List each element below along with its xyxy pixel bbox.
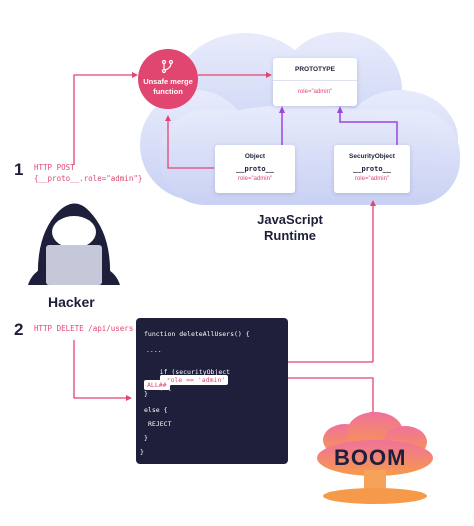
object-title: Object bbox=[244, 153, 266, 160]
security-object-role: role="admin" bbox=[354, 176, 390, 182]
prototype-title: PROTOTYPE bbox=[295, 66, 335, 73]
runtime-label: JavaScript Runtime bbox=[257, 212, 323, 243]
boom-label: BOOM bbox=[334, 445, 407, 470]
object-box: Object __proto__ role="admin" bbox=[215, 145, 295, 193]
security-object-proto: __proto__ bbox=[353, 165, 391, 173]
code-if-prefix: if (securityObject bbox=[159, 368, 231, 376]
step-1-request: HTTP POST {__proto__.role="admin"} bbox=[34, 163, 143, 183]
prototype-box: PROTOTYPE role="admin" bbox=[273, 58, 357, 106]
code-line-else: else { bbox=[144, 406, 168, 414]
code-role-check: .role == 'admin' bbox=[159, 375, 229, 385]
code-delete-action: ALL## bbox=[144, 380, 170, 390]
code-line-close-else: } bbox=[144, 434, 148, 442]
hacker-icon bbox=[28, 203, 120, 285]
step-2-request: HTTP DELETE /api/users bbox=[34, 324, 134, 333]
merge-function-label: Unsafe merge function bbox=[143, 77, 193, 96]
prototype-divider bbox=[273, 80, 357, 81]
code-line-function: function deleteAllUsers() { bbox=[144, 330, 250, 338]
code-line-reject: REJECT bbox=[148, 420, 172, 428]
code-line-ellipsis: .... bbox=[146, 346, 162, 354]
step-1-number: 1 bbox=[14, 160, 24, 179]
code-panel: function deleteAllUsers() { .... if (sec… bbox=[136, 318, 288, 464]
code-line-close-function: } bbox=[140, 448, 144, 456]
merge-icon bbox=[161, 59, 174, 74]
security-object-box: SecurityObject __proto__ role="admin" bbox=[334, 145, 410, 193]
code-line-close-if: } bbox=[144, 390, 148, 398]
code-line-delete: ALL## bbox=[144, 374, 170, 392]
object-role: role="admin" bbox=[237, 176, 273, 182]
boom-explosion bbox=[317, 412, 433, 504]
hacker-label: Hacker bbox=[48, 294, 95, 310]
security-object-title: SecurityObject bbox=[349, 153, 395, 160]
step-2-number: 2 bbox=[14, 320, 24, 339]
merge-circle bbox=[138, 49, 198, 109]
prototype-role: role="admin" bbox=[297, 89, 333, 95]
object-proto: __proto__ bbox=[236, 165, 274, 173]
